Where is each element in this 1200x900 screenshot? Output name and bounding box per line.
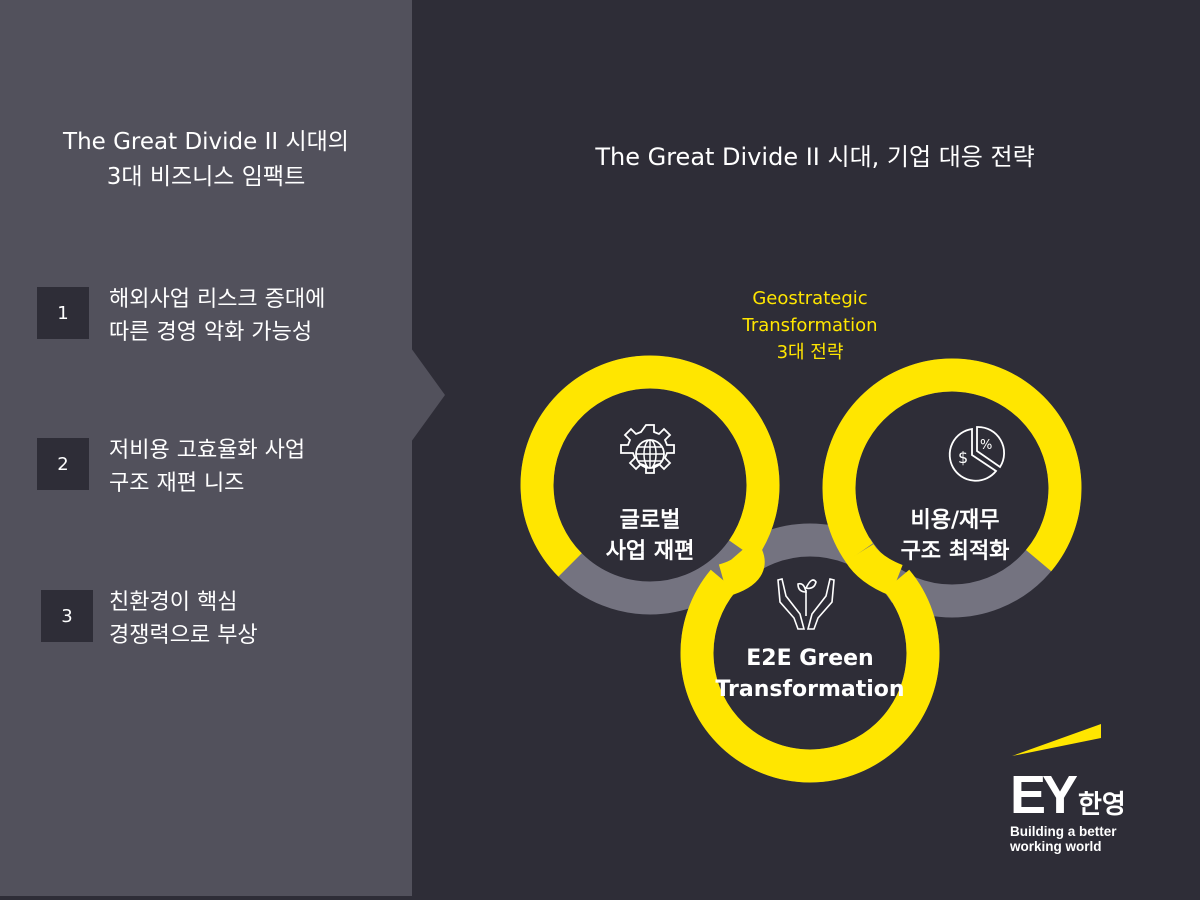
svg-text:%: %	[980, 438, 992, 453]
strategy-text-line: E2E Green	[746, 646, 874, 671]
impact-text: 저비용 고효율화 사업 구조 재편 니즈	[109, 434, 305, 500]
impact-text-line: 저비용 고효율화 사업	[109, 438, 306, 463]
strategy-text-line: 사업 재편	[605, 539, 695, 564]
impact-number-badge: 2	[37, 438, 89, 490]
ring-bottom-yellow-arc	[680, 569, 940, 783]
strategy-text-line: 비용/재무	[910, 508, 1000, 533]
impact-text: 친환경이 핵심 경쟁력으로 부상	[109, 586, 258, 652]
strategy-cost-finance: 비용/재무 구조 최적화	[870, 505, 1040, 567]
impact-item-2: 2 저비용 고효율화 사업 구조 재편 니즈	[37, 434, 305, 500]
ring-right-yellow-arc	[822, 358, 1082, 572]
strategy-text-line: 구조 최적화	[900, 539, 1010, 564]
impact-text-line: 따른 경영 악화 가능성	[109, 320, 313, 345]
left-title-line2: 3대 비즈니스 임팩트	[106, 164, 306, 190]
strategy-label: Geostrategic Transformation 3대 전략	[690, 285, 930, 366]
impact-number-badge: 1	[37, 287, 89, 339]
impact-text-line: 해외사업 리스크 증대에	[109, 287, 326, 312]
panel-arrow-pointer	[411, 348, 445, 442]
left-panel-title: The Great Divide II 시대의 3대 비즈니스 임팩트	[0, 125, 412, 195]
svg-text:$: $	[958, 448, 968, 467]
pie-chart-dollar-percent-icon: $ %	[948, 426, 1005, 482]
strategy-text-line: Transformation	[715, 677, 905, 702]
ey-beam-icon	[1012, 724, 1101, 756]
right-panel-title: The Great Divide II 시대, 기업 대응 전략	[595, 143, 1035, 171]
impact-item-1: 1 해외사업 리스크 증대에 따른 경영 악화 가능성	[37, 283, 325, 349]
ey-tagline-line: working world	[1010, 839, 1102, 854]
hands-sprout-icon	[777, 578, 835, 630]
impact-number-badge: 3	[41, 590, 93, 642]
impact-text-line: 경쟁력으로 부상	[109, 623, 258, 648]
strategy-global-business: 글로벌 사업 재편	[565, 505, 735, 567]
impact-text-line: 구조 재편 니즈	[109, 471, 245, 496]
impact-text: 해외사업 리스크 증대에 따른 경영 악화 가능성	[109, 283, 325, 349]
strategy-label-line: 3대 전략	[776, 342, 844, 363]
strategy-green-transformation: E2E Green Transformation	[712, 643, 908, 705]
strategy-text-line: 글로벌	[619, 508, 681, 533]
ey-logo-letters: EY	[1010, 765, 1078, 825]
impact-text-line: 친환경이 핵심	[109, 590, 238, 615]
gear-globe-icon	[620, 424, 675, 474]
ey-logo-korean: 한영	[1078, 790, 1126, 820]
ey-logo: EY 한영 Building a better working world	[1005, 722, 1165, 862]
strategy-label-line: Geostrategic	[752, 288, 868, 309]
ey-tagline: Building a better working world	[1010, 824, 1117, 854]
impact-item-3: 3 친환경이 핵심 경쟁력으로 부상	[41, 586, 258, 652]
ey-tagline-line: Building a better	[1010, 824, 1117, 839]
strategy-label-line: Transformation	[742, 315, 878, 336]
ring-left-yellow-arc	[520, 355, 780, 577]
left-title-line1: The Great Divide II 시대의	[63, 129, 349, 155]
